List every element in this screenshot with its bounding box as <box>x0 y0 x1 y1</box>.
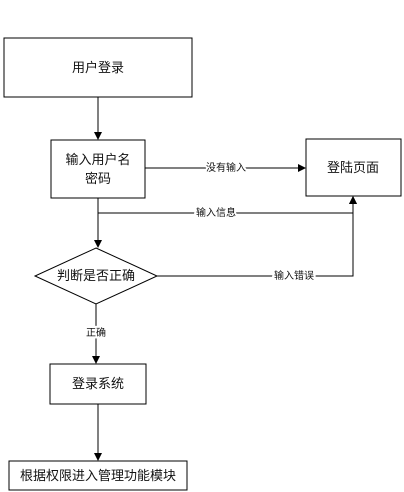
login-system-box <box>49 363 147 405</box>
edge-input-error <box>157 196 357 277</box>
edge-input-error-label: 输入错误 <box>274 269 314 282</box>
login-box <box>3 37 193 98</box>
login-system-label: 登录系统 <box>72 377 124 392</box>
input-credentials-label-line2: 密码 <box>85 171 111 187</box>
judge-label: 判断是否正确 <box>57 269 135 284</box>
edge-no-input-label: 没有输入 <box>206 161 246 174</box>
edge-correct-label: 正确 <box>86 326 106 339</box>
input-credentials-label-line1: 输入用户名 <box>65 152 130 168</box>
input-credentials-box <box>50 139 146 199</box>
edge-input-info-label: 输入信息 <box>196 206 236 219</box>
login-label: 用户登录 <box>72 60 124 76</box>
manage-module-box <box>8 460 188 491</box>
login-page-label: 登陆页面 <box>327 160 379 176</box>
manage-module-label: 根据权限进入管理功能模块 <box>20 468 176 484</box>
login-page-box <box>305 138 402 197</box>
